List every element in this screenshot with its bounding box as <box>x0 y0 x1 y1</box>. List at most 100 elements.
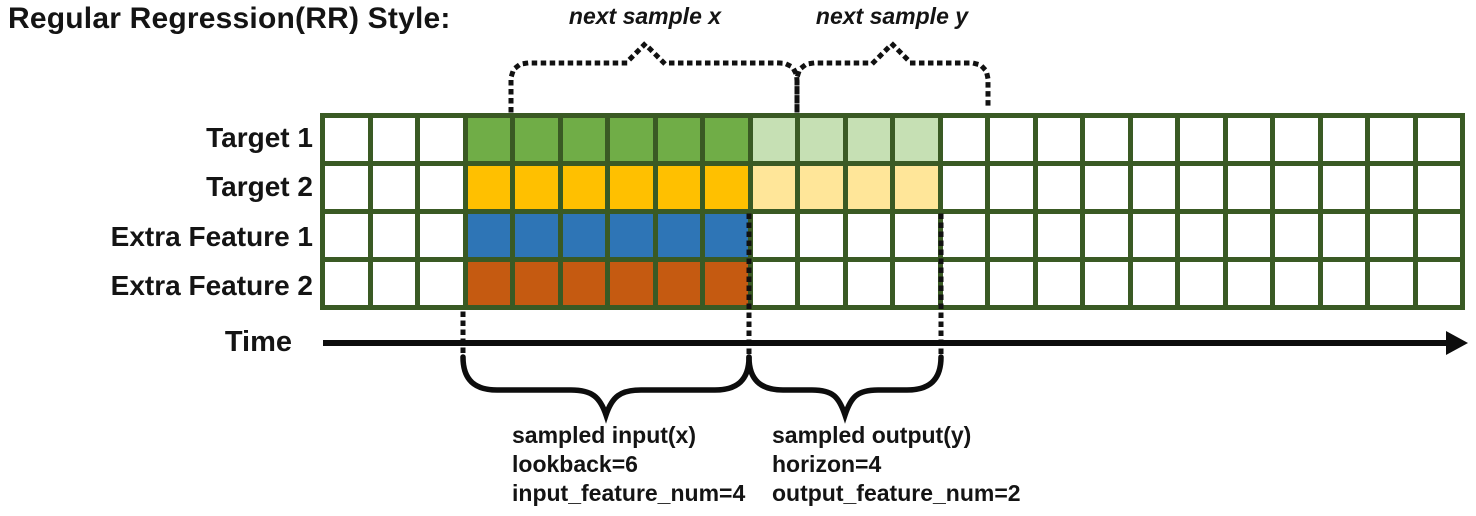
grid-cell <box>800 214 843 257</box>
grid-cell <box>705 118 748 161</box>
grid-cell <box>420 262 463 305</box>
grid-cell <box>1322 118 1365 161</box>
grid-cell <box>1180 214 1223 257</box>
sampled-output-caption: sampled output(y) horizon=4 output_featu… <box>772 421 1021 508</box>
grid-cell <box>705 214 748 257</box>
grid-cell <box>1180 118 1223 161</box>
grid-cell <box>1417 214 1460 257</box>
grid-cell <box>372 166 415 209</box>
row-label-target-2: Target 2 <box>206 170 313 202</box>
grid-cell <box>515 166 558 209</box>
grid-cell <box>1132 118 1175 161</box>
grid-cell <box>610 118 653 161</box>
grid-cell <box>325 118 368 161</box>
grid-cell <box>705 262 748 305</box>
time-arrow <box>323 331 1468 355</box>
grid-cell <box>1085 166 1128 209</box>
grid-cell <box>1275 262 1318 305</box>
grid-cell <box>800 262 843 305</box>
grid-cell <box>1227 214 1270 257</box>
grid-cell <box>942 214 985 257</box>
grid-cell <box>372 214 415 257</box>
row-labels: Target 1 Target 2 Extra Feature 1 Extra … <box>0 113 313 310</box>
grid-cell <box>1370 262 1413 305</box>
grid-cell <box>467 262 510 305</box>
horizon-line: horizon=4 <box>772 451 882 477</box>
grid-cell <box>467 166 510 209</box>
grid-cell <box>895 166 938 209</box>
next-sample-y-brace <box>794 40 991 113</box>
next-sample-x-brace <box>508 40 800 113</box>
grid-cell <box>657 118 700 161</box>
grid-cell <box>1037 262 1080 305</box>
grid-cell <box>1227 262 1270 305</box>
grid-cell <box>657 214 700 257</box>
sampled-input-caption: sampled input(x) lookback=6 input_featur… <box>512 421 745 508</box>
grid-cell <box>325 262 368 305</box>
sample-grid <box>320 113 1465 310</box>
grid-cell <box>1322 262 1365 305</box>
grid-cell <box>1085 214 1128 257</box>
grid-cell <box>990 262 1033 305</box>
grid-cell <box>1132 214 1175 257</box>
grid-cell <box>752 118 795 161</box>
grid-cell <box>1417 262 1460 305</box>
grid-cell <box>562 262 605 305</box>
grid-cell <box>895 118 938 161</box>
row-label-extra-feature-2: Extra Feature 2 <box>110 269 313 301</box>
row-label-target-1: Target 1 <box>206 121 313 153</box>
grid-cell <box>990 118 1033 161</box>
grid-cell <box>1037 118 1080 161</box>
grid-cell <box>1132 166 1175 209</box>
grid-cell <box>1417 166 1460 209</box>
grid-cell <box>610 166 653 209</box>
grid-cell <box>1275 166 1318 209</box>
grid-cell <box>1370 166 1413 209</box>
grid-cell <box>657 166 700 209</box>
grid-cell <box>990 166 1033 209</box>
grid-cell <box>372 262 415 305</box>
grid-cell <box>895 214 938 257</box>
sampled-output-underbrace <box>746 354 944 424</box>
grid-cell <box>1227 166 1270 209</box>
grid-cell <box>657 262 700 305</box>
grid-cell <box>1370 214 1413 257</box>
grid-cell <box>515 214 558 257</box>
grid-cell <box>942 118 985 161</box>
grid-cell <box>895 262 938 305</box>
grid-cell <box>1417 118 1460 161</box>
grid-cell <box>562 214 605 257</box>
grid-cell <box>847 214 890 257</box>
grid-cell <box>1085 262 1128 305</box>
grid-cell <box>325 166 368 209</box>
grid-cell <box>420 118 463 161</box>
sampled-input-underbrace <box>460 354 752 424</box>
grid-cell <box>420 166 463 209</box>
grid-cell <box>942 166 985 209</box>
grid-cell <box>800 166 843 209</box>
lookback-line: lookback=6 <box>512 451 638 477</box>
grid-cell <box>1037 214 1080 257</box>
grid-cell <box>942 262 985 305</box>
page-title: Regular Regression(RR) Style: <box>8 2 451 35</box>
grid-cell <box>1275 214 1318 257</box>
grid-cell <box>1085 118 1128 161</box>
grid-cell <box>420 214 463 257</box>
grid-cell <box>1180 166 1223 209</box>
grid-cell <box>847 166 890 209</box>
grid-cell <box>1227 118 1270 161</box>
grid-cell <box>990 214 1033 257</box>
grid-cell <box>752 214 795 257</box>
row-label-extra-feature-1: Extra Feature 1 <box>110 220 313 252</box>
grid-cell <box>467 214 510 257</box>
grid-cell <box>1322 214 1365 257</box>
grid-cell <box>515 262 558 305</box>
next-sample-y-label: next sample y <box>815 3 969 29</box>
sampled-output-line: sampled output(y) <box>772 422 972 448</box>
grid-cell <box>562 118 605 161</box>
grid-cell <box>752 262 795 305</box>
grid-cell <box>467 118 510 161</box>
output-feature-num-line: output_feature_num=2 <box>772 480 1021 506</box>
grid-cell <box>1370 118 1413 161</box>
